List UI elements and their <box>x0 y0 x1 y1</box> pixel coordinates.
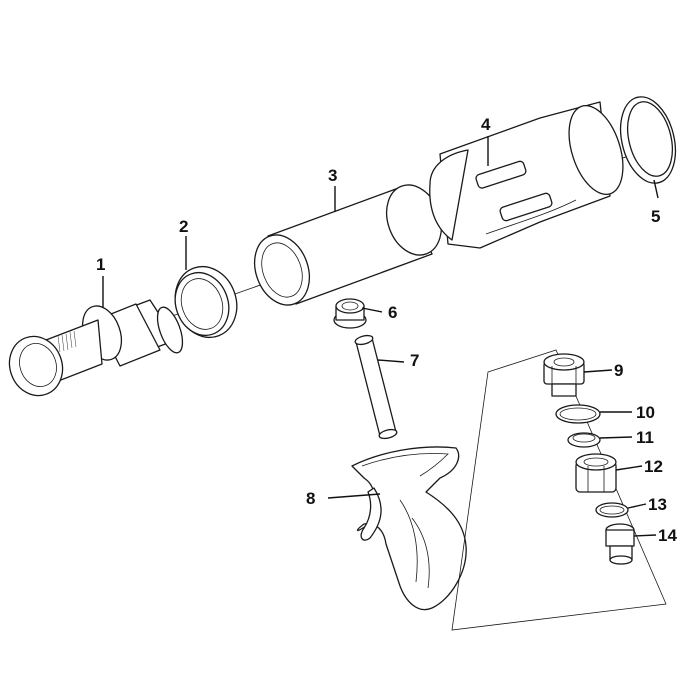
label-9: 9 <box>614 361 623 380</box>
part-4-housing <box>429 101 624 249</box>
label-4: 4 <box>481 115 491 134</box>
part-7-tube <box>354 334 398 440</box>
label-8: 8 <box>306 489 315 508</box>
label-11: 11 <box>636 428 654 447</box>
label-6: 6 <box>388 303 397 322</box>
label-14: 14 <box>658 526 677 545</box>
part-8-handle <box>351 446 467 611</box>
part-2-knurled-ring <box>174 265 238 339</box>
label-3: 3 <box>328 166 337 185</box>
part-13-o-ring <box>595 502 629 518</box>
part-9-nut <box>543 353 585 397</box>
label-2: 2 <box>179 217 188 236</box>
part-5-mesh-screen <box>619 96 677 184</box>
subassembly-bracket <box>451 349 667 631</box>
part-1-grip-ridges <box>57 330 77 353</box>
part-14-inlet <box>605 523 635 565</box>
callout-labels: 1 2 3 4 5 6 7 8 9 10 11 12 13 14 <box>96 115 677 545</box>
part-3-barrel <box>253 184 443 306</box>
label-10: 10 <box>636 403 655 422</box>
label-7: 7 <box>410 351 419 370</box>
part-1-nozzle <box>8 299 184 397</box>
label-1: 1 <box>96 255 105 274</box>
part-11-washer <box>567 432 601 448</box>
label-5: 5 <box>651 207 660 226</box>
part-10-o-ring <box>555 404 601 424</box>
label-12: 12 <box>644 457 663 476</box>
leader-lines <box>102 136 659 537</box>
part-6-fitting <box>333 298 367 329</box>
part-12-coupling <box>575 453 617 493</box>
label-13: 13 <box>648 495 667 514</box>
